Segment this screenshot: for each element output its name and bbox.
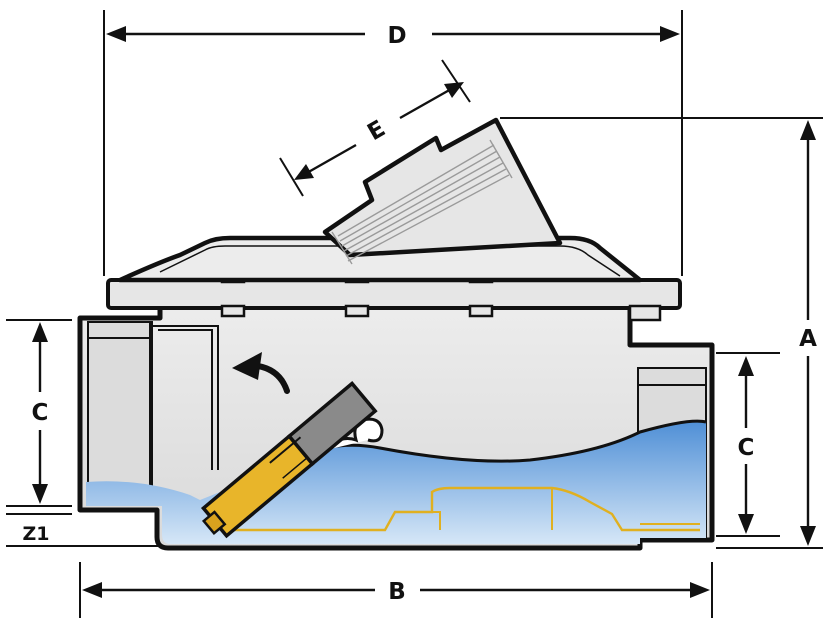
dimension-c-left: C	[6, 319, 72, 507]
domed-lid	[117, 235, 643, 283]
gate-seat-outline	[230, 486, 700, 532]
label-d: D	[387, 23, 406, 49]
cover-flange	[106, 278, 682, 310]
float-gate	[200, 381, 378, 539]
inlet-sleeve	[87, 321, 219, 488]
cap-threads	[331, 139, 513, 265]
label-e: E	[363, 116, 390, 146]
label-c-left: C	[32, 400, 49, 426]
label-c-right: C	[738, 435, 755, 461]
label-a: A	[799, 326, 817, 352]
dimension-b: B	[79, 562, 713, 618]
water-surface	[299, 419, 707, 463]
dimension-c-right: C	[716, 352, 780, 537]
label-b: B	[388, 579, 406, 605]
dimension-z1: Z1	[6, 513, 160, 547]
access-cap	[322, 117, 563, 265]
dimension-a: A	[500, 117, 823, 549]
label-z1: Z1	[23, 523, 50, 545]
dimension-d: D	[103, 10, 683, 276]
rotation-arrow	[232, 352, 290, 394]
